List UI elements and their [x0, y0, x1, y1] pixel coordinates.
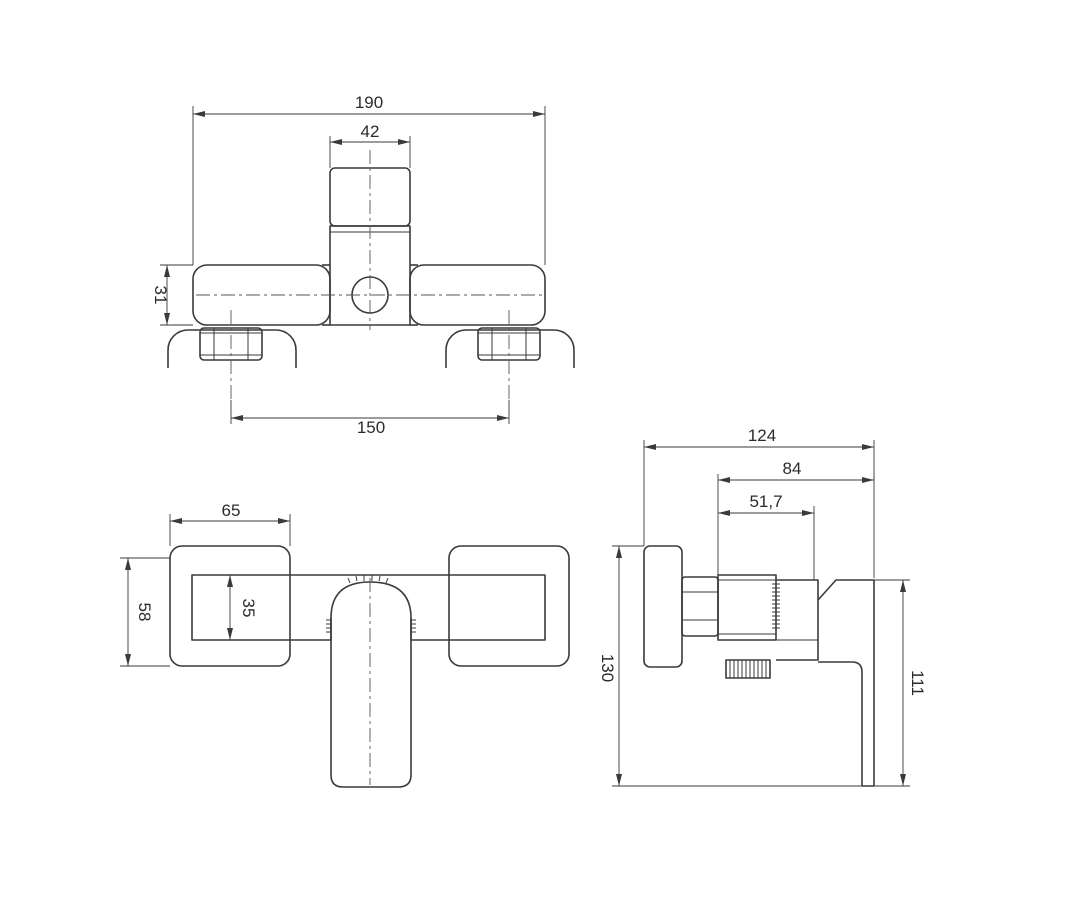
side-view: 124 84 51,7 130: [598, 426, 927, 787]
dimension-top-width: 190: [192, 93, 546, 265]
dim-label-130: 130: [598, 654, 617, 682]
dimension-front-height: 58: [120, 557, 170, 667]
dimension-side-inner: 51,7: [718, 492, 815, 580]
dimension-side-height: 130: [598, 545, 862, 787]
front-thread-marks: [326, 575, 416, 633]
front-flange-left: [169, 545, 291, 667]
dim-label-111: 111: [908, 670, 927, 696]
dim-label-65: 65: [222, 501, 241, 520]
side-outlet: [725, 659, 771, 679]
top-view: 190 42 31 150: [151, 93, 575, 437]
dim-label-150: 150: [357, 418, 385, 437]
dim-label-190: 190: [355, 93, 383, 112]
dimension-front-width: 65: [169, 501, 291, 546]
front-view: 65 58 35: [120, 501, 570, 788]
top-pad-left: [167, 329, 297, 368]
front-lever: [330, 618, 412, 788]
dimension-top-handle: 42: [329, 122, 411, 168]
side-nut: [681, 576, 719, 637]
side-flange: [643, 545, 683, 668]
side-thread-body: [772, 583, 780, 629]
dimension-side-depth: 124: [643, 426, 875, 578]
dim-label-58: 58: [135, 603, 154, 622]
dimension-side-body: 84: [717, 459, 875, 575]
dim-label-84: 84: [783, 459, 802, 478]
dim-label-35: 35: [239, 599, 258, 618]
top-pad-right: [445, 329, 575, 368]
dim-label-124: 124: [748, 426, 776, 445]
side-lever: [817, 579, 875, 787]
dim-label-51-7: 51,7: [749, 492, 782, 511]
dimension-side-spout: 111: [874, 579, 927, 787]
front-flange-right: [448, 545, 570, 667]
dim-label-31: 31: [151, 286, 170, 305]
dimension-top-height: 31: [151, 264, 193, 326]
dim-label-42: 42: [361, 122, 380, 141]
side-cap: [776, 579, 819, 661]
side-body: [717, 574, 777, 641]
dimension-top-spacing: 150: [230, 400, 510, 437]
side-thread-outlet: [729, 660, 767, 678]
dimension-front-inner: 35: [227, 575, 258, 640]
